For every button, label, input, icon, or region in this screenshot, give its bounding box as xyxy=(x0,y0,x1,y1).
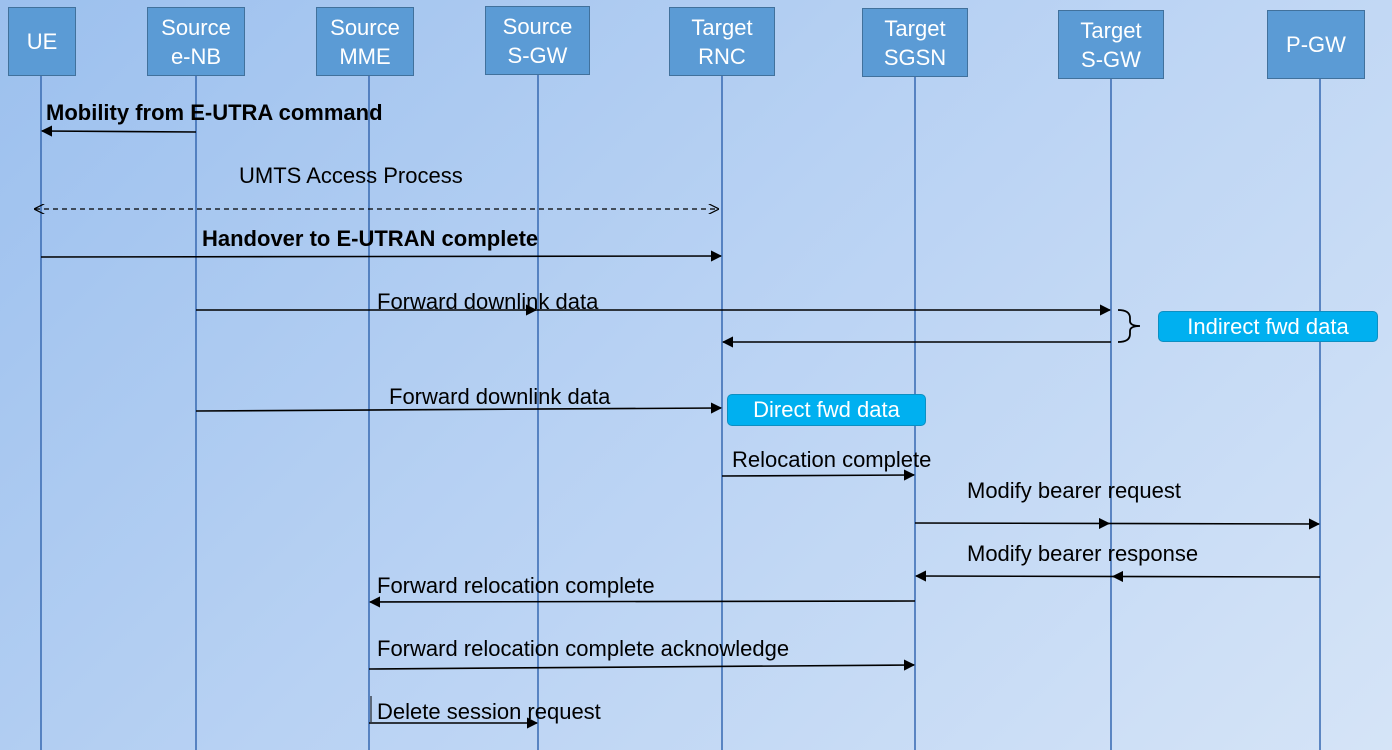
callout-direct-fwd-data: Direct fwd data xyxy=(727,394,926,426)
arrow-modify-bearer-request xyxy=(914,518,1321,530)
message-label-umts-access-process: UMTS Access Process xyxy=(239,163,463,188)
message-label-forward-downlink-data-indirect: Forward downlink data xyxy=(377,289,599,314)
entity-source-enb: Source e-NB xyxy=(147,7,245,76)
entity-label: Source xyxy=(330,14,400,40)
arrow-forward-relocation-complete-ack xyxy=(368,659,916,671)
entity-label: Source xyxy=(502,13,573,39)
message-label-modify-bearer-response: Modify bearer response xyxy=(967,541,1199,566)
entity-label: UE xyxy=(26,29,58,54)
message-label-forward-relocation-complete-ack: Forward relocation complete acknowledge xyxy=(377,636,790,661)
message-label-handover-to-eutran-complete: Handover to E-UTRAN complete xyxy=(202,226,539,251)
brace-indirect xyxy=(1117,309,1141,343)
entity-label: P-GW xyxy=(1286,32,1346,57)
entity-label: Target xyxy=(691,14,753,40)
arrow-relocation-complete xyxy=(721,469,916,481)
entity-label: MME xyxy=(339,43,391,69)
entity-label: S-GW xyxy=(1081,46,1141,72)
message-label-delete-session-request: Delete session request xyxy=(377,699,601,724)
arrow-forward-downlink-data-direct xyxy=(195,402,723,414)
arrow-mobility-from-eutra-command xyxy=(40,125,197,137)
arrow-forward-relocation-complete xyxy=(368,596,916,608)
entity-ue: UE xyxy=(8,7,76,76)
message-label-mobility-from-eutra-command: Mobility from E-UTRA command xyxy=(46,100,383,125)
entity-label: S-GW xyxy=(507,42,568,68)
entity-label: Target xyxy=(884,15,946,41)
entity-label: SGSN xyxy=(883,44,947,70)
entity-label: RNC xyxy=(698,43,746,69)
entity-label: Source xyxy=(161,14,231,40)
entity-label: Target xyxy=(1080,17,1142,43)
message-label-relocation-complete: Relocation complete xyxy=(732,447,932,472)
message-label-forward-relocation-complete: Forward relocation complete xyxy=(377,573,655,598)
message-label-modify-bearer-request: Modify bearer request xyxy=(967,478,1181,503)
entity-label: e-NB xyxy=(170,43,222,69)
callout-indirect-fwd-data: Indirect fwd data xyxy=(1158,311,1378,342)
entity-pgw: P-GW xyxy=(1267,10,1365,79)
arrow-handover-to-eutran-complete xyxy=(40,250,723,262)
message-label-forward-downlink-data-direct: Forward downlink data xyxy=(389,384,611,409)
